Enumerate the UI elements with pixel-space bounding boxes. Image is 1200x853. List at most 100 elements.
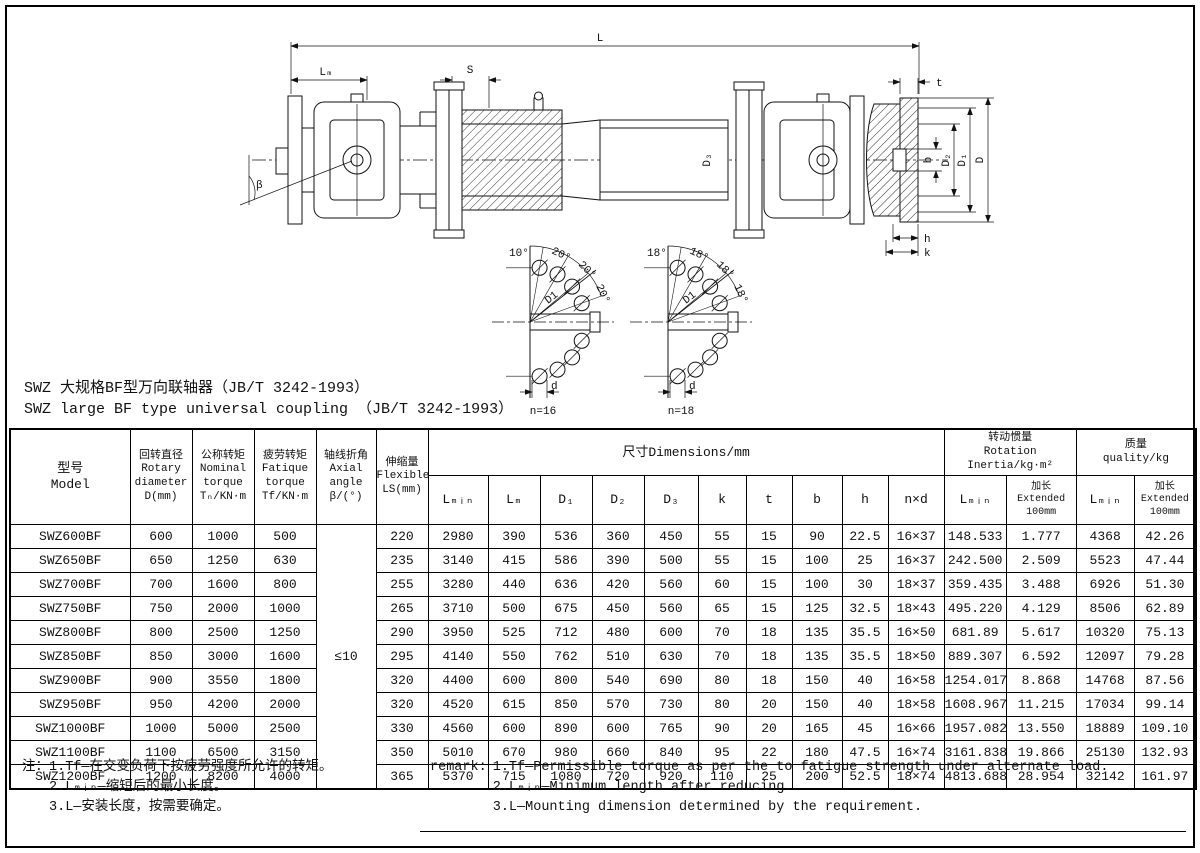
- value-cell: 500: [643, 548, 699, 574]
- value-cell: 560: [643, 596, 699, 622]
- value-cell: 161.97: [1133, 764, 1197, 790]
- header-t: t: [745, 475, 793, 526]
- value-cell: 5.617: [1005, 620, 1077, 646]
- title-block: SWZ 大规格BF型万向联轴器（JB/T 3242-1993） SWZ larg…: [24, 378, 513, 420]
- value-cell: 45: [841, 716, 889, 742]
- value-cell: 3000: [191, 644, 255, 670]
- value-cell: 180: [791, 740, 843, 766]
- value-cell: 840: [643, 740, 699, 766]
- value-cell: 16×37: [887, 548, 945, 574]
- value-cell: 536: [539, 524, 593, 550]
- value-cell: 540: [591, 668, 645, 694]
- value-cell: 62.89: [1133, 596, 1197, 622]
- value-cell: 255: [375, 572, 429, 598]
- value-cell: 1100: [129, 740, 193, 766]
- value-cell: 15: [745, 572, 793, 598]
- value-cell: 550: [487, 644, 541, 670]
- footer-divider: [420, 831, 1186, 832]
- value-cell: 600: [487, 668, 541, 694]
- value-cell: 125: [791, 596, 843, 622]
- dim-h-label: h: [924, 234, 931, 246]
- page-border: [5, 5, 1195, 848]
- header-nxd: n×d: [887, 475, 945, 526]
- value-cell: 560: [643, 572, 699, 598]
- value-cell: 715: [487, 764, 541, 790]
- value-cell: 1200: [129, 764, 193, 790]
- value-cell: 800: [253, 572, 317, 598]
- value-cell: 450: [591, 596, 645, 622]
- value-cell: 765: [643, 716, 699, 742]
- value-cell: 16×58: [887, 668, 945, 694]
- dim-D2-label: D₂: [941, 153, 953, 166]
- title-en: SWZ large BF type universal coupling （JB…: [24, 401, 514, 418]
- model-cell: SWZ1000BF: [9, 716, 131, 742]
- value-cell: 900: [129, 668, 193, 694]
- value-cell: 60: [697, 572, 747, 598]
- value-cell: 18: [745, 620, 793, 646]
- value-cell: 265: [375, 596, 429, 622]
- value-cell: 636: [539, 572, 593, 598]
- model-cell: SWZ1200BF: [9, 764, 131, 790]
- value-cell: 1250: [253, 620, 317, 646]
- value-cell: 3950: [427, 620, 489, 646]
- value-cell: 3150: [253, 740, 317, 766]
- value-cell: 220: [375, 524, 429, 550]
- value-cell: 20: [745, 716, 793, 742]
- model-cell: SWZ1100BF: [9, 740, 131, 766]
- value-cell: 920: [643, 764, 699, 790]
- value-cell: 2980: [427, 524, 489, 550]
- value-cell: 500: [487, 596, 541, 622]
- value-cell: 235: [375, 548, 429, 574]
- value-cell: 4.129: [1005, 596, 1077, 622]
- header-b: b: [791, 475, 843, 526]
- value-cell: 28.954: [1005, 764, 1077, 790]
- value-cell: 100: [791, 548, 843, 574]
- hole-count-label: n=18: [668, 406, 694, 418]
- value-cell: 1254.017: [943, 668, 1007, 694]
- value-cell: 40: [841, 692, 889, 718]
- value-cell: 1600: [191, 572, 255, 598]
- value-cell: 2500: [253, 716, 317, 742]
- value-cell: 51.30: [1133, 572, 1197, 598]
- value-cell: 47.44: [1133, 548, 1197, 574]
- model-cell: SWZ700BF: [9, 572, 131, 598]
- value-cell: 80: [697, 692, 747, 718]
- model-cell: SWZ800BF: [9, 620, 131, 646]
- value-cell: 1000: [129, 716, 193, 742]
- notes-en-label: remark:: [430, 760, 487, 775]
- header-lm: Lₘ: [487, 475, 541, 526]
- value-cell: 16×37: [887, 524, 945, 550]
- value-cell: 150: [791, 692, 843, 718]
- value-cell: 99.14: [1133, 692, 1197, 718]
- value-cell: 320: [375, 692, 429, 718]
- model-cell: SWZ900BF: [9, 668, 131, 694]
- value-cell: 4000: [253, 764, 317, 790]
- value-cell: 18: [745, 668, 793, 694]
- value-cell: 600: [487, 716, 541, 742]
- value-cell: 5370: [427, 764, 489, 790]
- value-cell: 242.500: [943, 548, 1007, 574]
- value-cell: 135: [791, 620, 843, 646]
- dim-b-label: b: [923, 157, 935, 164]
- value-cell: 2500: [191, 620, 255, 646]
- value-cell: 630: [643, 644, 699, 670]
- value-cell: 320: [375, 668, 429, 694]
- value-cell: 15: [745, 524, 793, 550]
- bolt-circle-dia-label: D1: [681, 289, 699, 307]
- value-cell: 18×37: [887, 572, 945, 598]
- value-cell: 4400: [427, 668, 489, 694]
- value-cell: 40: [841, 668, 889, 694]
- value-cell: 6500: [191, 740, 255, 766]
- value-cell: 16×66: [887, 716, 945, 742]
- value-cell: 650: [129, 548, 193, 574]
- value-cell: 18: [745, 644, 793, 670]
- value-cell: 8506: [1075, 596, 1135, 622]
